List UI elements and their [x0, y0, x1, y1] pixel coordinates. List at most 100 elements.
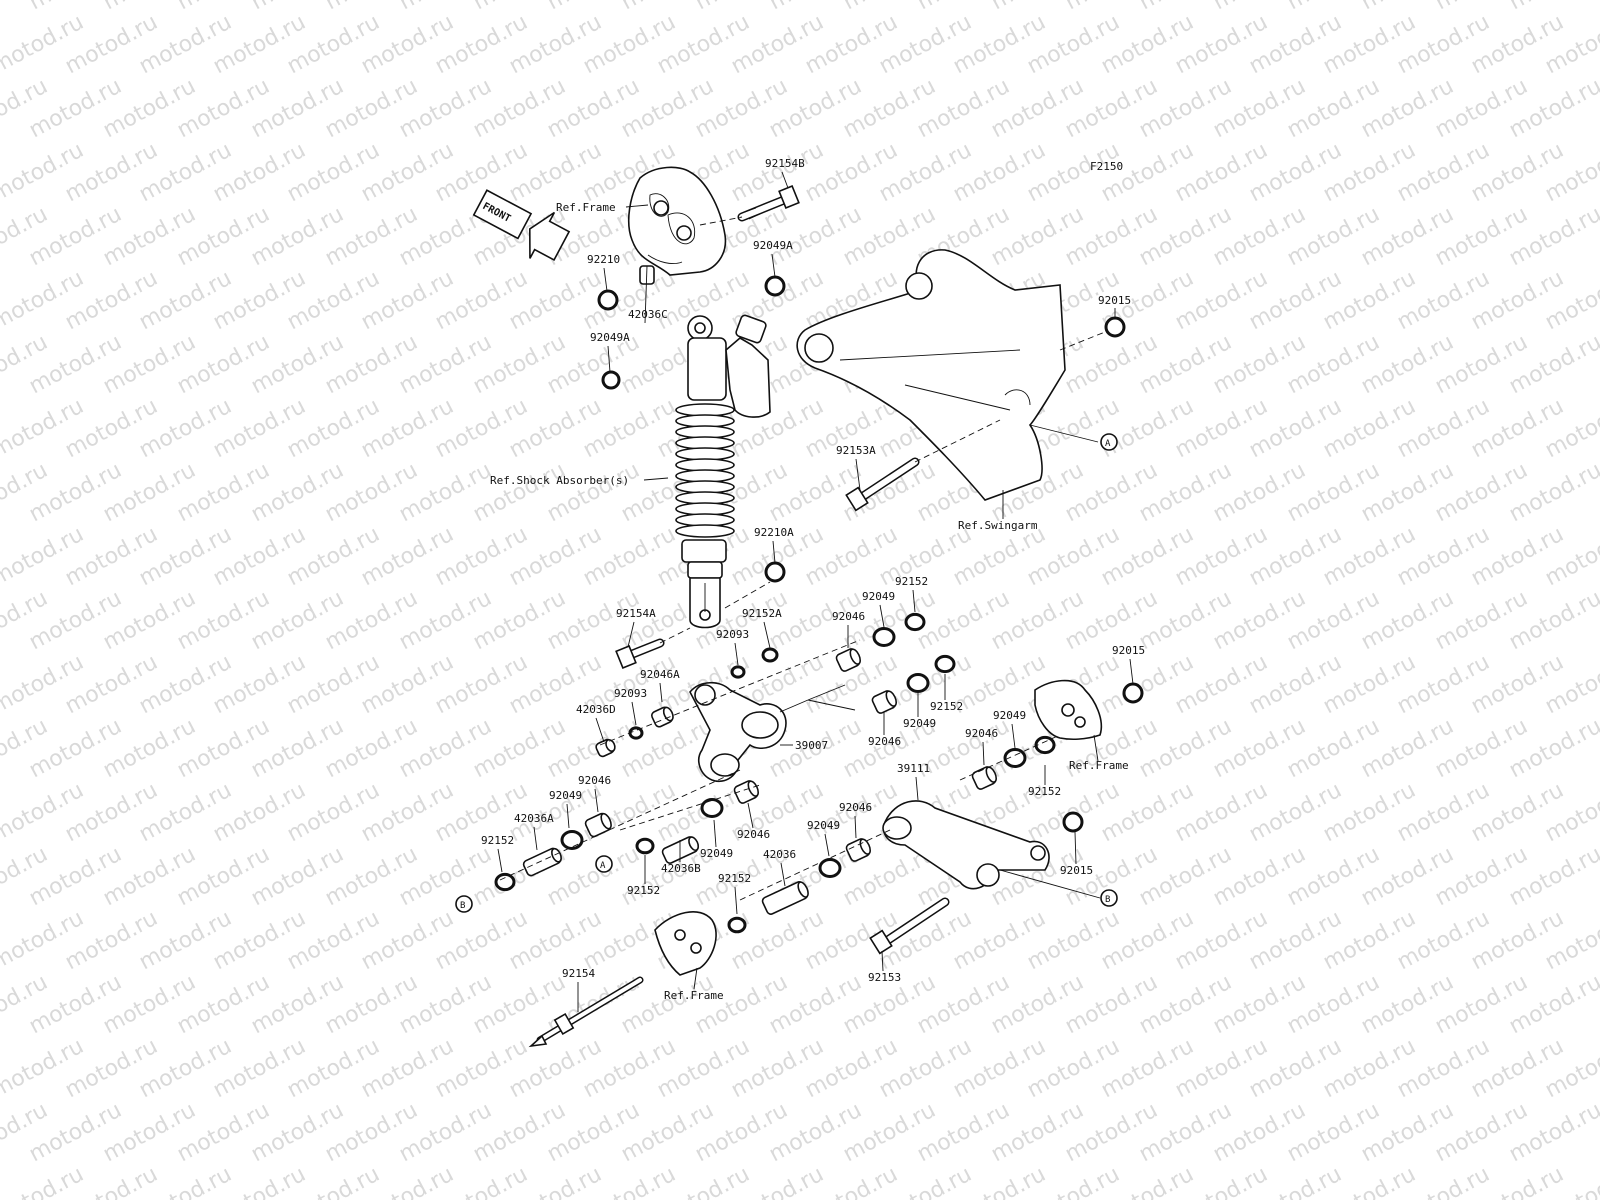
- rocker-arm-39007: [689, 681, 787, 782]
- bolt-92154: [528, 976, 644, 1048]
- label-92049A-top: 92049A: [753, 239, 793, 252]
- label-92152-r3: 92152: [1028, 785, 1061, 798]
- label-ref-shock: Ref.Shock Absorber(s): [490, 474, 629, 487]
- swingarm: [796, 249, 1066, 501]
- label-92049-r1: 92049: [862, 590, 895, 603]
- washer-92049A-left: [601, 370, 621, 390]
- label-92154B: 92154B: [765, 157, 805, 170]
- label-92049-m: 92049: [807, 819, 840, 832]
- label-92049A-left: 92049A: [590, 331, 630, 344]
- washer-92152A: [761, 647, 779, 663]
- label-92154: 92154: [562, 967, 595, 980]
- label-42036C: 42036C: [628, 308, 668, 321]
- front-arrow-icon: FRONT: [472, 189, 571, 262]
- label-92153A: 92153A: [836, 444, 876, 457]
- label-92049-l2: 92049: [700, 847, 733, 860]
- svg-text:B: B: [1105, 895, 1110, 905]
- washer-92049-l1: [560, 830, 584, 850]
- ref-circle-b-left: B: [455, 895, 473, 913]
- bearing-92046-r1: [835, 648, 862, 672]
- label-92046-r3: 92046: [965, 727, 998, 740]
- collar-42036D: [595, 738, 616, 758]
- ref-circle-a-left: A: [595, 855, 613, 873]
- washer-92049-r2: [906, 673, 930, 693]
- ref-circle-a-right: A: [1100, 433, 1118, 451]
- svg-text:A: A: [600, 861, 606, 871]
- label-92093-b: 92093: [614, 687, 647, 700]
- label-92049-l1: 92049: [549, 789, 582, 802]
- label-92152A: 92152A: [742, 607, 782, 620]
- label-92210A: 92210A: [754, 526, 794, 539]
- label-92046-l2: 92046: [737, 828, 770, 841]
- washer-92049-r1: [872, 627, 896, 647]
- label-92152-l1: 92152: [481, 834, 514, 847]
- lower-frame-bracket: [654, 911, 717, 976]
- label-92154A: 92154A: [616, 607, 656, 620]
- nut-92015-right: [1122, 682, 1144, 704]
- bearing-92046-l1: [584, 812, 612, 838]
- nut-92210: [597, 289, 619, 311]
- spring-coil: [675, 524, 735, 538]
- washer-92152-m: [727, 916, 747, 934]
- washer-92049-m: [818, 858, 842, 878]
- label-92093-a: 92093: [716, 628, 749, 641]
- label-ref-swingarm: Ref.Swingarm: [958, 519, 1038, 532]
- seal-92093-b: [628, 726, 644, 740]
- bolt-92153: [869, 897, 950, 955]
- label-ref-frame-top: Ref.Frame: [556, 201, 616, 214]
- upper-frame-mount: [627, 166, 727, 276]
- right-frame-bracket: [1034, 679, 1103, 741]
- label-92049-r2: 92049: [903, 717, 936, 730]
- label-92153: 92153: [868, 971, 901, 984]
- label-92046-l1: 92046: [578, 774, 611, 787]
- ref-circle-b-right: B: [1100, 889, 1118, 907]
- label-42036B: 42036B: [661, 862, 701, 875]
- label-ref-frame-right: Ref.Frame: [1069, 759, 1129, 772]
- bearing-92046-l2: [733, 780, 760, 804]
- label-92049-r3: 92049: [993, 709, 1026, 722]
- label-42036A: 42036A: [514, 812, 554, 825]
- label-92152-r1: 92152: [895, 575, 928, 588]
- label-92046-r1: 92046: [832, 610, 865, 623]
- label-ref-frame-bottom: Ref.Frame: [664, 989, 724, 1002]
- label-92046-r2: 92046: [868, 735, 901, 748]
- washer-92049-l2: [700, 798, 724, 818]
- tie-rod-39111: [882, 800, 1050, 890]
- label-92015-low: 92015: [1060, 864, 1093, 877]
- bolt-92154A: [615, 638, 665, 670]
- nut-92015-low: [1062, 811, 1084, 833]
- collar-42036A: [522, 847, 562, 877]
- figure-code: F2150: [1090, 160, 1123, 173]
- washer-92049-r3: [1003, 748, 1027, 768]
- seal-92093-a: [730, 665, 746, 679]
- label-39007: 39007: [795, 739, 828, 752]
- nut-92210A: [764, 561, 786, 583]
- label-92210: 92210: [587, 253, 620, 266]
- label-92046-m: 92046: [839, 801, 872, 814]
- label-92152-l2: 92152: [627, 884, 660, 897]
- washer-92152-l2: [635, 837, 655, 855]
- washer-92152-r2: [934, 654, 956, 674]
- bearing-92046-r2: [871, 690, 898, 714]
- label-92046A: 92046A: [640, 668, 680, 681]
- label-42036: 42036: [763, 848, 796, 861]
- label-42036D: 42036D: [576, 703, 616, 716]
- bolt-92153A: [845, 457, 920, 512]
- part-labels: 92154B Ref.Frame 92210 92049A 42036C 920…: [481, 157, 1145, 1012]
- bearing-92046-r3: [971, 766, 998, 790]
- svg-text:B: B: [460, 901, 465, 911]
- washer-92152-r1: [904, 612, 926, 632]
- label-92152-r2: 92152: [930, 700, 963, 713]
- watermark-text: motod.ru: [0, 1162, 88, 1200]
- label-92152-m: 92152: [718, 872, 751, 885]
- label-39111: 39111: [897, 762, 930, 775]
- small-parts: [494, 612, 1056, 934]
- collar-42036: [761, 881, 809, 915]
- svg-text:A: A: [1105, 439, 1111, 449]
- bolt-92154B: [737, 184, 800, 222]
- washer-92152-r3: [1034, 735, 1056, 755]
- shock-absorber: [675, 314, 771, 629]
- label-92015-top: 92015: [1098, 294, 1131, 307]
